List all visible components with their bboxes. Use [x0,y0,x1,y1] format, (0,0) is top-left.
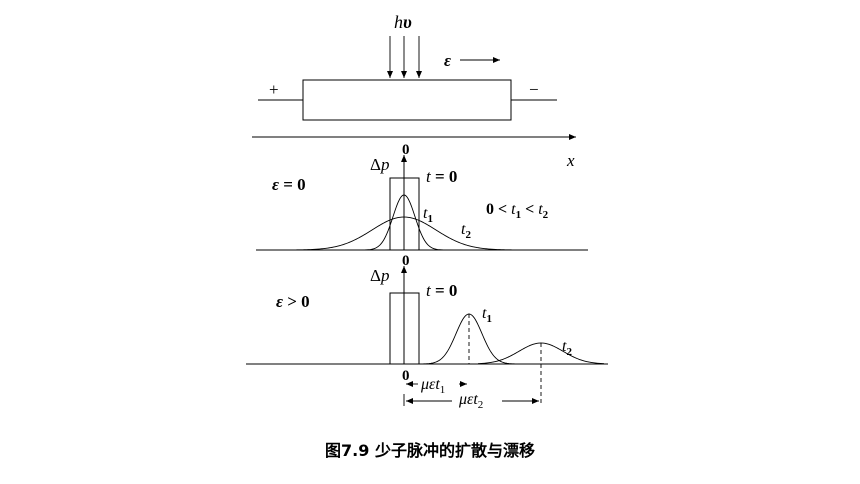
panel2-t1-label: t1 [482,305,492,325]
panel1-curve-t1 [340,194,470,251]
panel2-origin-top-label: 0 [402,253,410,269]
panel2-t0-label: t = 0 [426,281,457,300]
panel1-t2-label: t2 [461,221,471,241]
panel1-time-order: 0 < t1 < t2 [486,201,549,221]
minus-terminal: − [529,80,539,99]
panel1-origin-label: 0 [402,142,410,158]
panel2-initial-pulse [389,292,420,365]
illumination-label: hυ [394,12,412,32]
panel1-t1-label: t1 [423,205,433,225]
panel1-t0-label: t = 0 [426,167,457,186]
panel2-condition: ε > 0 [276,292,310,311]
panel1-condition: ε = 0 [272,175,306,194]
semiconductor-sample [302,79,512,121]
panel2-t2-label: t2 [562,338,572,358]
field-symbol: ε [444,51,451,70]
panel1-curve-t2 [272,216,538,251]
panel1-initial-pulse [389,177,420,251]
figure-caption: 图7.9 少子脉冲的扩散与漂移 [325,441,535,460]
plus-terminal: + [269,80,279,99]
panel1-ylabel: Δp [370,155,389,174]
drift-distance-2-label: μεt2 [458,391,483,411]
panel2-curve-t1 [417,313,528,365]
x-axis-label: x [566,151,575,170]
panel2-origin-bottom-label: 0 [402,368,410,384]
panel2-ylabel: Δp [370,266,389,285]
drift-distance-1-label: μεt1 [420,376,445,396]
